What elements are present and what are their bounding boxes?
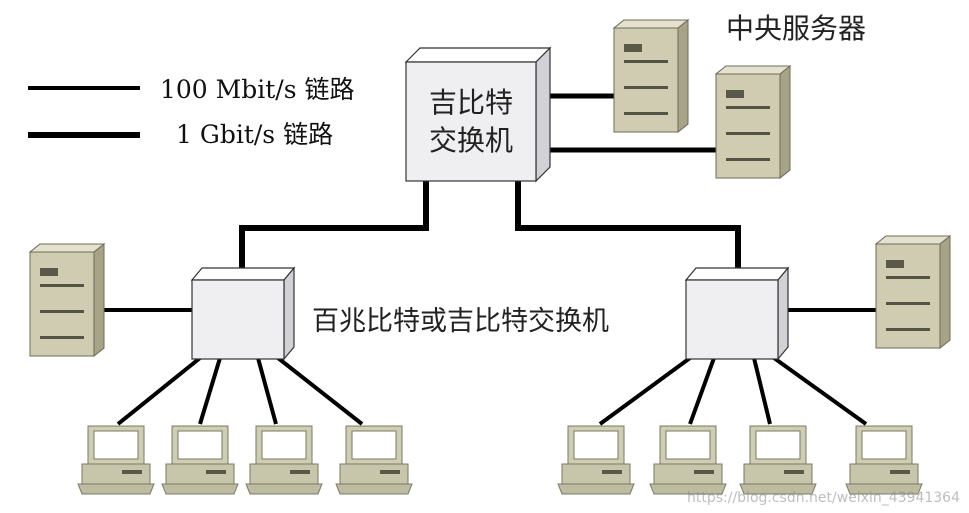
link-right-pc-4 [772,356,868,426]
link-left-pc-3 [256,357,278,425]
left-pc-3 [245,425,323,495]
right-pc-4 [845,425,923,495]
link-core-right-switch [515,181,741,272]
right-pc-3 [739,425,817,495]
right-pc-2 [649,425,727,495]
link-left-pc-4 [276,356,364,426]
links [100,93,880,426]
gigabit-switch: 吉比特 交换机 [404,46,552,183]
right-access-switch [684,266,790,361]
right-pc-1 [557,425,635,495]
link-right-pc-2 [688,357,716,425]
left-pc-2 [161,425,239,495]
link-right-pc-3 [752,357,772,425]
access-switch-label: 百兆比特或吉比特交换机 [312,306,609,337]
central-server-2 [715,65,791,179]
link-right-pc-1 [598,356,692,426]
link-core-left-switch [239,181,429,272]
central-servers-label: 中央服务器 [726,12,866,45]
left-pc-1 [77,425,155,495]
legend: 100 Mbit/s 链路 1 Gbit/s 链路 [28,75,355,149]
right-server [875,235,951,349]
gigabit-switch-label-line2: 交换机 [429,124,513,157]
left-server [29,243,105,357]
link-left-pc-1 [116,356,202,426]
gigabit-switch-label-line1: 吉比特 [429,86,513,119]
legend-thick-label: 1 Gbit/s 链路 [176,120,333,149]
left-access-switch [190,266,296,361]
left-pc-4 [335,425,413,495]
central-server-1 [613,19,689,133]
link-left-pc-2 [198,357,222,425]
legend-thin-label: 100 Mbit/s 链路 [160,75,355,104]
watermark-text: https://blog.csdn.net/weixin_43941364 [687,490,960,506]
